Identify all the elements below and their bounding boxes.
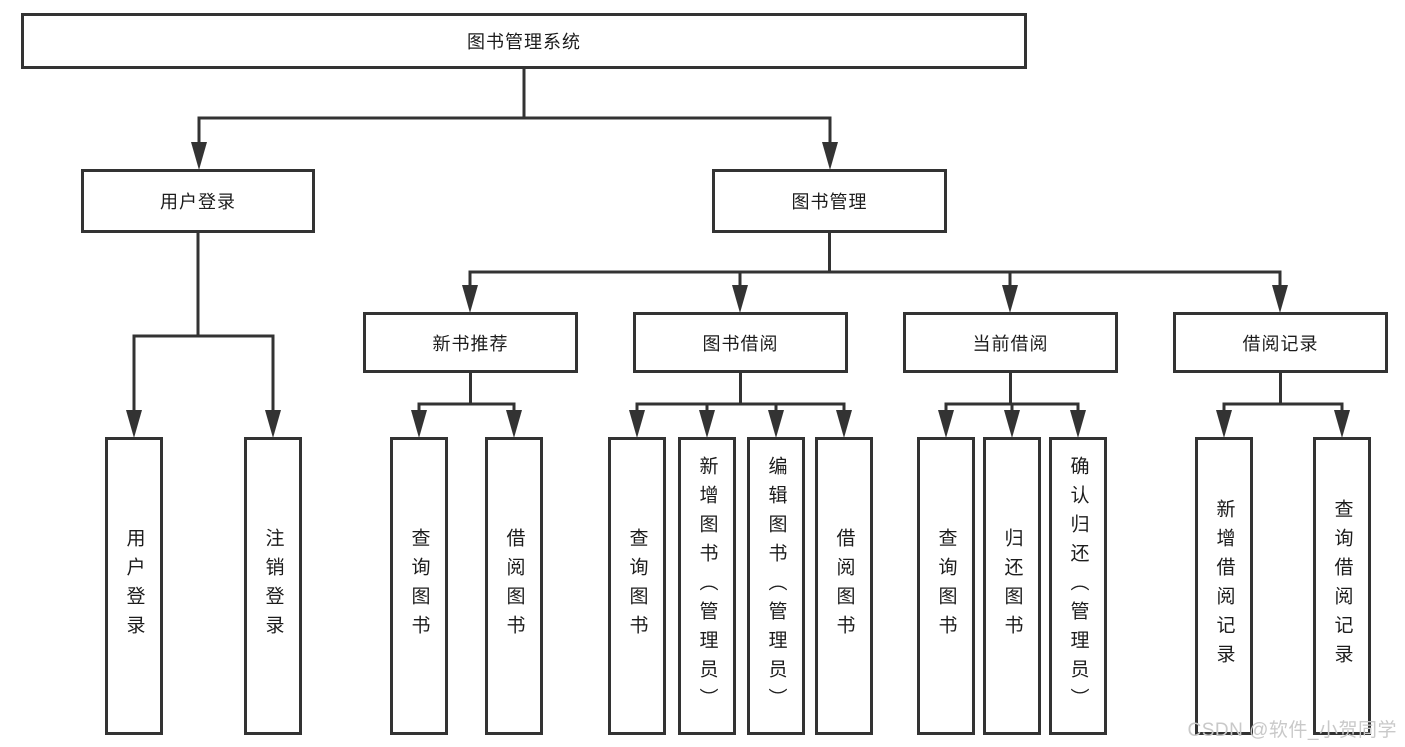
leaf-query-book-1-label: 查询图书 [408, 528, 430, 644]
leaf-query-book-2-label: 查询图书 [626, 528, 648, 644]
leaf-borrow-book-1: 借阅图书 [485, 437, 543, 735]
node-root-system: 图书管理系统 [21, 13, 1027, 69]
node-borrow-record-label: 借阅记录 [1242, 333, 1319, 354]
leaf-return-book-label: 归还图书 [1001, 528, 1023, 644]
leaf-query-book-1: 查询图书 [390, 437, 448, 735]
leaf-edit-book-admin: 编辑图书（管理员） [747, 437, 805, 735]
leaf-add-borrow-record-label: 新增借阅记录 [1213, 499, 1235, 673]
leaf-add-book-admin: 新增图书（管理员） [678, 437, 736, 735]
csdn-watermark: CSDN @软件_小贺同学 [1187, 720, 1397, 741]
node-user-login-branch: 用户登录 [81, 169, 315, 233]
leaf-query-book-2: 查询图书 [608, 437, 666, 735]
node-new-book-recommend: 新书推荐 [363, 312, 578, 373]
leaf-user-login: 用户登录 [105, 437, 163, 735]
leaf-query-borrow-record: 查询借阅记录 [1313, 437, 1371, 735]
node-book-borrow-label: 图书借阅 [702, 333, 779, 354]
leaf-borrow-book-2-label: 借阅图书 [833, 528, 855, 644]
leaf-edit-book-admin-label: 编辑图书（管理员） [765, 455, 787, 717]
leaf-add-book-admin-label: 新增图书（管理员） [696, 455, 718, 717]
node-current-borrow: 当前借阅 [903, 312, 1118, 373]
leaf-query-borrow-record-label: 查询借阅记录 [1331, 499, 1353, 673]
node-book-borrow: 图书借阅 [633, 312, 848, 373]
leaf-borrow-book-1-label: 借阅图书 [503, 528, 525, 644]
node-root-system-label: 图书管理系统 [467, 32, 581, 52]
node-user-login-branch-label: 用户登录 [160, 192, 236, 212]
leaf-borrow-book-2: 借阅图书 [815, 437, 873, 735]
leaf-return-book: 归还图书 [983, 437, 1041, 735]
node-book-management: 图书管理 [712, 169, 947, 233]
leaf-query-book-3: 查询图书 [917, 437, 975, 735]
node-current-borrow-label: 当前借阅 [972, 333, 1049, 354]
leaf-add-borrow-record: 新增借阅记录 [1195, 437, 1253, 735]
node-borrow-record: 借阅记录 [1173, 312, 1388, 373]
leaf-confirm-return-admin: 确认归还（管理员） [1049, 437, 1107, 735]
node-book-management-label: 图书管理 [791, 192, 868, 212]
leaf-user-login-label: 用户登录 [123, 528, 145, 644]
leaf-logout-label: 注销登录 [262, 528, 284, 644]
leaf-query-book-3-label: 查询图书 [935, 528, 957, 644]
leaf-confirm-return-admin-label: 确认归还（管理员） [1067, 455, 1089, 717]
leaf-logout: 注销登录 [244, 437, 302, 735]
node-new-book-recommend-label: 新书推荐 [432, 333, 509, 354]
